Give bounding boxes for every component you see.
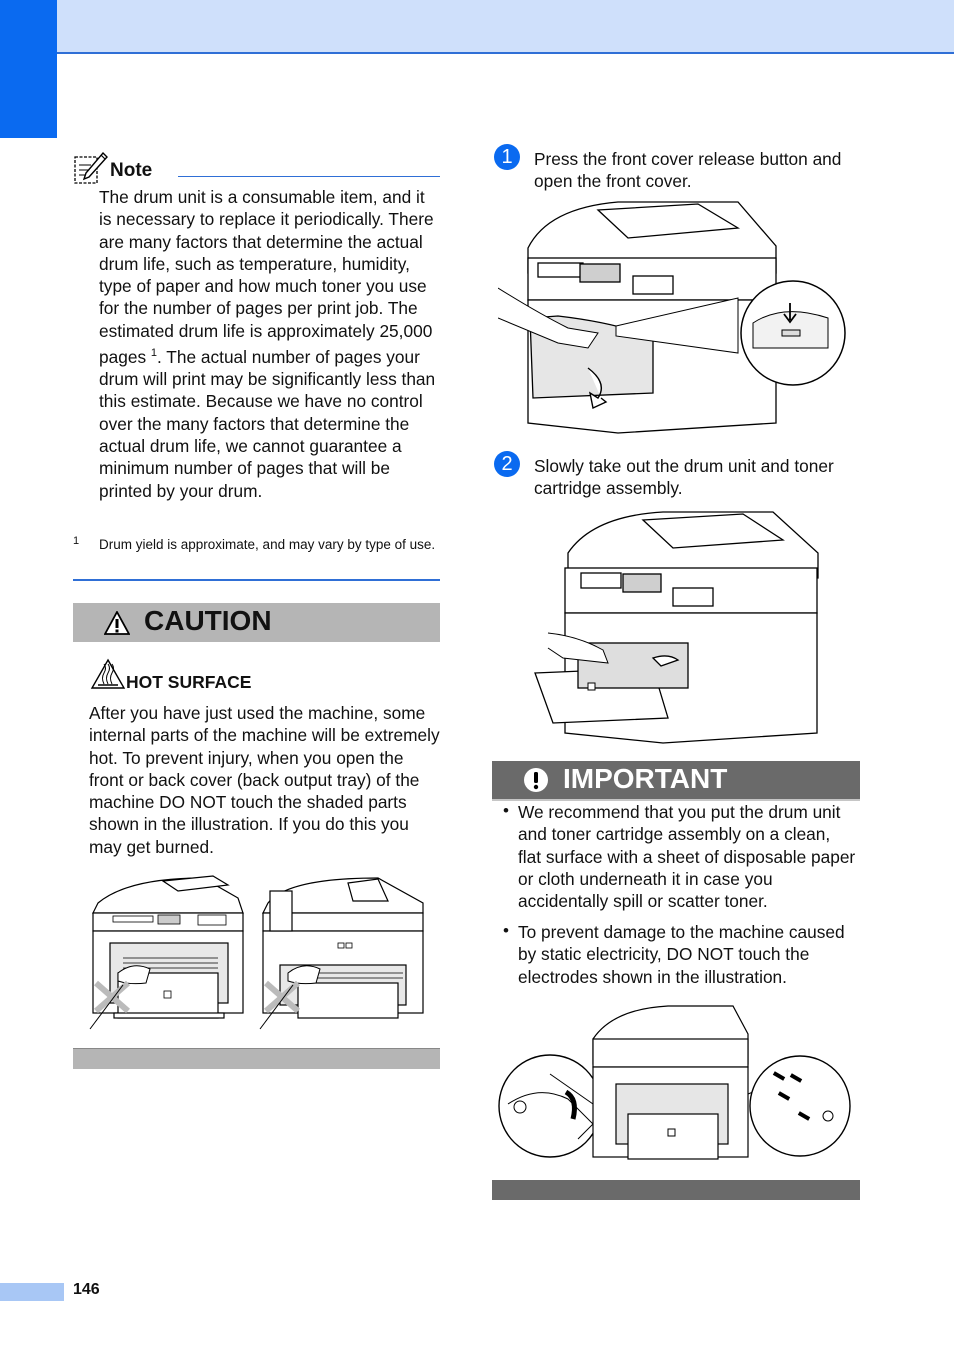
step-2-text: Slowly take out the drum unit and toner … <box>534 456 834 499</box>
caution-title: CAUTION <box>144 605 272 636</box>
caution-header <box>73 603 440 642</box>
important-bullet-2: To prevent damage to the machine caused … <box>518 922 845 987</box>
important-header <box>492 761 860 799</box>
hot-surface-front-illustration <box>88 873 248 1038</box>
remove-drum-illustration <box>533 508 823 753</box>
pencil-note-icon <box>73 151 109 185</box>
important-bullet-1: We recommend that you put the drum unit … <box>518 802 856 912</box>
footnote-number: 1 <box>73 535 80 547</box>
exclamation-icon <box>523 767 549 798</box>
bullet-marker: • <box>503 921 509 940</box>
electrodes-illustration <box>498 1004 853 1174</box>
hot-surface-icon <box>90 658 126 695</box>
caution-body: After you have just used the machine, so… <box>89 703 440 857</box>
step-2-badge: 2 <box>494 451 520 477</box>
open-front-cover-illustration <box>497 198 848 443</box>
step-1-text: Press the front cover release button and… <box>534 149 842 192</box>
bullet-marker: • <box>503 801 509 820</box>
note-divider <box>178 176 440 177</box>
warning-triangle-icon <box>103 610 131 640</box>
note-body: The drum unit is a consumable item, and … <box>99 187 436 501</box>
note-bottom-rule <box>73 579 440 581</box>
chapter-tab <box>0 0 57 138</box>
important-title: IMPORTANT <box>563 763 728 794</box>
step-1-badge: 1 <box>494 144 520 170</box>
note-title: Note <box>110 160 153 181</box>
important-footer-bar <box>492 1180 860 1200</box>
footnote-text: Drum yield is approximate, and may vary … <box>99 537 436 552</box>
caution-footer-bar <box>73 1048 440 1069</box>
footnote-reference: 1 <box>150 347 158 360</box>
important-divider <box>492 799 860 801</box>
hot-surface-back-illustration <box>258 873 428 1038</box>
page-number-tab <box>0 1283 64 1301</box>
page-number: 146 <box>73 1281 100 1298</box>
hot-surface-title: HOT SURFACE <box>126 672 252 692</box>
header-band <box>0 0 954 54</box>
